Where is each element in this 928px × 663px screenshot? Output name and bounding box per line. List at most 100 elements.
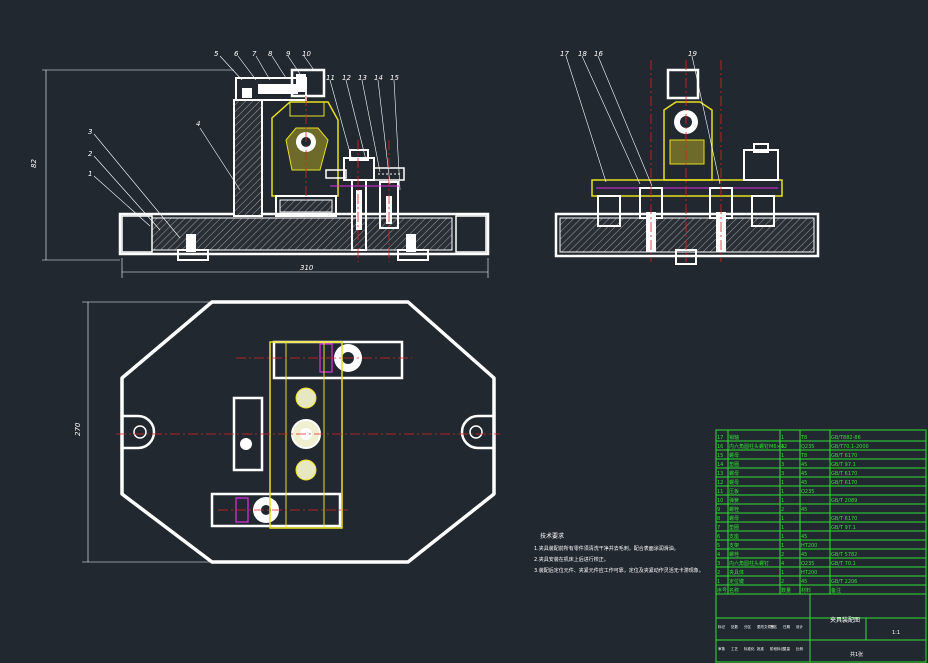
bom-cell: 1 bbox=[781, 453, 784, 459]
bom-cell: 5 bbox=[717, 543, 720, 549]
svg-text:12: 12 bbox=[342, 74, 351, 82]
bom-cell: 弹簧 bbox=[729, 497, 739, 504]
bom-cell: T8 bbox=[800, 453, 807, 459]
bom-cell: 45 bbox=[801, 579, 807, 585]
svg-text:18: 18 bbox=[578, 50, 587, 58]
svg-text:1.夹具装配前所有零件须清洗干净并去毛刺，配合表面涂润滑油。: 1.夹具装配前所有零件须清洗干净并去毛刺，配合表面涂润滑油。 bbox=[534, 545, 679, 552]
bom-cell: 45 bbox=[801, 462, 807, 468]
bom-cell: 螺栓 bbox=[729, 551, 739, 558]
bom-cell: 螺母 bbox=[729, 452, 739, 459]
bom-cell: GB/T 6170 bbox=[831, 516, 857, 522]
support-column bbox=[233, 99, 263, 217]
bom-cell: 1 bbox=[781, 525, 784, 531]
svg-text:19: 19 bbox=[688, 50, 697, 58]
title-block-label: 分区 bbox=[744, 624, 752, 629]
bom-cell: 内六角圆柱头螺钉M6×12 bbox=[729, 443, 787, 450]
bom-cell: 2 bbox=[781, 552, 784, 558]
bom-cell: 内六角圆柱头螺钉 bbox=[729, 560, 769, 567]
bom-cell: 8 bbox=[717, 516, 720, 522]
bom-cell: Q235 bbox=[801, 489, 814, 495]
bom-cell: 3 bbox=[781, 471, 784, 477]
bom-cell: 11 bbox=[717, 489, 723, 495]
bom-cell: 2 bbox=[781, 579, 784, 585]
bom-cell: 1 bbox=[781, 435, 784, 441]
bom-cell: 16 bbox=[717, 444, 723, 450]
title-block-label: 阶段标记 bbox=[770, 646, 784, 651]
title-block-label: 批准 bbox=[757, 646, 765, 651]
svg-text:7: 7 bbox=[252, 50, 257, 58]
bom-cell: Q235 bbox=[801, 561, 814, 567]
bom-cell: 6 bbox=[717, 534, 720, 540]
svg-text:4: 4 bbox=[196, 120, 200, 128]
bom-cell: 3 bbox=[781, 462, 784, 468]
bom-cell: 销轴 bbox=[729, 434, 739, 441]
bom-cell: GB/T 70.1 bbox=[831, 561, 856, 567]
length-dimension: 310 bbox=[300, 264, 314, 272]
bom-cell: 3 bbox=[717, 561, 720, 567]
bom-cell: 材料 bbox=[801, 587, 811, 594]
drawing-name: 夹具装配图 bbox=[830, 616, 860, 624]
bom-cell: 备注 bbox=[831, 587, 841, 594]
bom-cell: 45 bbox=[801, 534, 807, 540]
title-block-label: 日期 bbox=[783, 624, 791, 629]
bom-cell: 10 bbox=[717, 498, 723, 504]
bom-cell: 螺母 bbox=[729, 479, 739, 486]
bom-cell: 定位键 bbox=[729, 578, 744, 585]
bom-cell: 支座 bbox=[729, 533, 739, 540]
bom-cell: 4 bbox=[781, 444, 784, 450]
title-block-label: 标准化 bbox=[744, 646, 755, 651]
plan-view: 270 bbox=[74, 300, 500, 564]
bom-cell: 1 bbox=[781, 516, 784, 522]
svg-text:11: 11 bbox=[326, 74, 335, 82]
svg-text:5: 5 bbox=[214, 50, 219, 58]
bom-cell: 数量 bbox=[781, 587, 791, 594]
scale: 1:1 bbox=[892, 630, 900, 636]
svg-text:16: 16 bbox=[594, 50, 603, 58]
bom-cell: 12 bbox=[717, 480, 723, 486]
title-block-label: 设计 bbox=[796, 624, 804, 629]
svg-text:2.夹具安装在机床上后进行校正。: 2.夹具安装在机床上后进行校正。 bbox=[534, 556, 609, 563]
title-block-label: 审核 bbox=[718, 646, 726, 651]
title-block-label: 签名 bbox=[770, 624, 777, 629]
svg-text:9: 9 bbox=[286, 50, 291, 58]
bom-cell: 45 bbox=[801, 507, 807, 513]
bom-cell: 支架 bbox=[729, 542, 739, 549]
top-clamp bbox=[290, 68, 326, 98]
bom-cell: 4 bbox=[781, 561, 784, 567]
bom-cell: 1 bbox=[781, 534, 784, 540]
side-view: 17 18 16 19 bbox=[554, 50, 820, 265]
bom-cell: 1 bbox=[781, 498, 784, 504]
notes-title: 技术要求 bbox=[540, 532, 564, 540]
svg-text:3: 3 bbox=[88, 128, 92, 136]
bom-cell: 1 bbox=[781, 489, 784, 495]
bom-cell: 名称 bbox=[729, 587, 739, 594]
bom-cell: GB/T882-86 bbox=[831, 435, 861, 441]
bom-cell: 序号 bbox=[717, 587, 727, 594]
bom-cell: GB/T 2206 bbox=[831, 579, 857, 585]
title-block-label: 处数 bbox=[731, 624, 739, 629]
bom-cell: 15 bbox=[717, 453, 723, 459]
svg-text:10: 10 bbox=[302, 50, 311, 58]
fixture-body bbox=[118, 212, 490, 256]
svg-text:14: 14 bbox=[374, 74, 383, 82]
svg-text:1: 1 bbox=[88, 170, 92, 178]
bom-cell: HT200 bbox=[801, 570, 817, 576]
title-block-label: 重量 bbox=[783, 646, 791, 651]
svg-text:17: 17 bbox=[560, 50, 569, 58]
technical-notes: 技术要求 1.夹具装配前所有零件须清洗干净并去毛刺，配合表面涂润滑油。 2.夹具… bbox=[534, 532, 704, 574]
bom-cell: 7 bbox=[717, 525, 720, 531]
svg-text:13: 13 bbox=[358, 74, 367, 82]
bom-cell: 45 bbox=[801, 471, 807, 477]
svg-text:15: 15 bbox=[390, 74, 399, 82]
bom-cell: 压板 bbox=[729, 488, 739, 495]
bom-cell: 垫圈 bbox=[729, 461, 739, 468]
bom-cell: 2 bbox=[717, 570, 720, 576]
bom-cell: GB/T 6170 bbox=[831, 471, 857, 477]
bom-cell: 夹具体 bbox=[729, 569, 744, 576]
svg-text:6: 6 bbox=[234, 50, 239, 58]
bom-cell: 螺母 bbox=[729, 515, 739, 522]
title-block-label: 更改文件号 bbox=[757, 624, 775, 629]
bom-cell: 1 bbox=[781, 570, 784, 576]
bom-cell: HT200 bbox=[801, 543, 817, 549]
bom-cell: GB/T 2089 bbox=[831, 498, 857, 504]
